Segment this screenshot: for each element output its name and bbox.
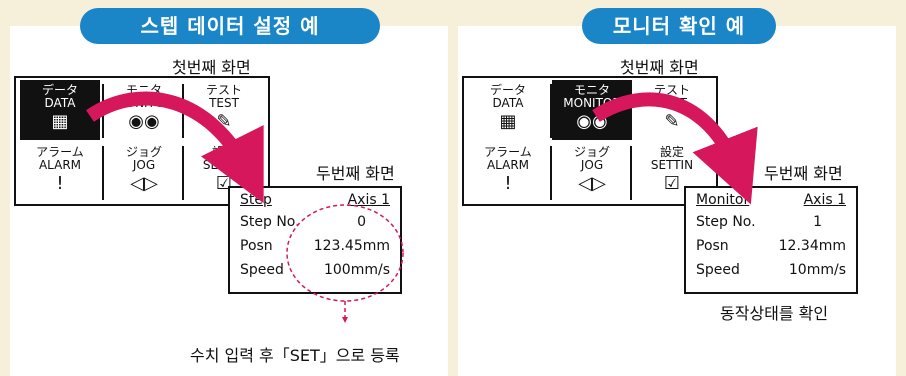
left-title: 스텝 데이터 설정 예 [80,8,380,44]
display-row: Posn 12.34mm [696,238,846,254]
alarm-button[interactable]: アラーム ALARM ! [468,142,548,202]
left-first-screen-label: 첫번째 화면 [172,58,251,77]
calculator-icon: ▦ [499,111,517,132]
divider [630,84,632,138]
jog-arrows-icon: ◁▷ [130,173,158,194]
divider [550,146,552,200]
alert-icon: ! [56,173,64,194]
jog-button[interactable]: ジョグ JOG ◁▷ [104,142,184,202]
right-first-screen-label: 첫번째 화면 [620,58,699,77]
eyes-icon: ◉◉ [128,111,160,132]
display-row: Step No. 0 [240,214,366,230]
calculator-icon: ▦ [51,111,69,132]
display-row: Posn 123.45mm [240,238,390,254]
left-flow-arrow [86,91,264,204]
right-caption: 동작상태를 확인 [720,304,829,323]
divider [630,146,632,200]
jog-button[interactable]: ジョグ JOG ◁▷ [552,142,632,202]
alarm-button[interactable]: アラーム ALARM ! [20,142,100,202]
display-row: Speed 100mm/s [240,262,390,278]
jog-arrows-icon: ◁▷ [578,173,606,194]
display-row: Speed 10mm/s [696,262,846,278]
display-row: Step No. 1 [696,214,822,230]
edit-icon: ✎ [664,111,680,132]
checklist-icon: ☑ [663,173,681,194]
divider [550,84,552,138]
divider [102,146,104,200]
left-caption: 수치 입력 후「SET」으로 등록 [190,346,400,365]
divider [182,146,184,200]
left-step-display: Step Axis 1 Step No. 0 Posn 123.45mm Spe… [228,186,402,294]
right-second-screen-label: 두번째 화면 [764,164,843,183]
data-button[interactable]: データ DATA ▦ [468,80,548,140]
right-flow-arrow [592,92,758,205]
settin-button[interactable]: 設定 SETTIN ☑ [632,142,712,202]
highlight-ellipse [286,204,404,302]
left-second-screen-label: 두번째 화면 [316,164,395,183]
right-title: 모니터 확인 예 [582,8,776,44]
alert-icon: ! [504,173,512,194]
